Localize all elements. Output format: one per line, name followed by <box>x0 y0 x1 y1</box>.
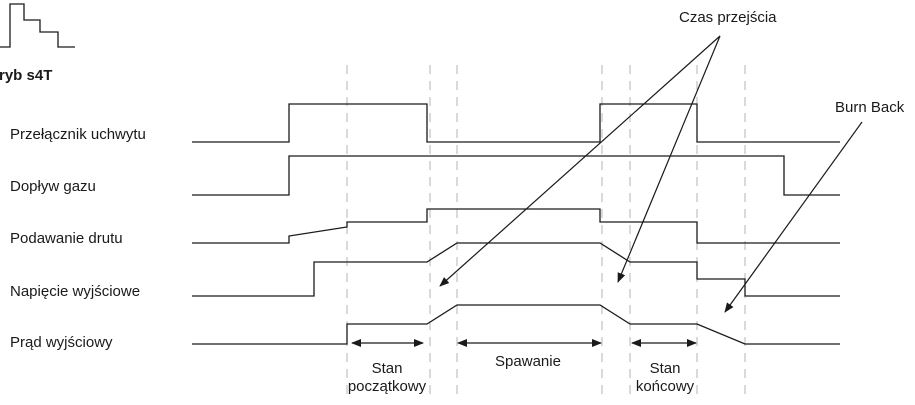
s4t-staircase-icon <box>0 3 75 48</box>
phase-end-line1: Stan <box>650 360 681 377</box>
phase-start-line1: Stan <box>372 360 403 377</box>
signal-label-output-voltage: Napięcie wyjściowe <box>10 283 140 300</box>
waveform-gas-flow <box>192 155 840 196</box>
time-guides <box>346 65 746 395</box>
waveform-output-voltage <box>192 242 840 297</box>
signal-label-wire-feed: Podawanie drutu <box>10 230 123 247</box>
transition-arrow-end <box>617 35 721 283</box>
waveform-torch-switch <box>192 103 840 143</box>
transition-arrow-start <box>439 35 721 287</box>
phase-start-line2: początkowy <box>348 378 427 395</box>
waveform-wire-feed <box>192 208 840 244</box>
transition-time-label: Czas przejścia <box>679 9 777 26</box>
signal-label-torch-switch: Przełącznik uchwytu <box>10 126 146 143</box>
phase-welding-label: Spawanie <box>495 353 561 370</box>
mode-title: tryb s4T <box>0 67 52 84</box>
waveform-output-current <box>192 304 840 345</box>
burn-back-arrow <box>724 121 863 313</box>
burn-back-label: Burn Back <box>835 99 905 116</box>
phase-end-line2: końcowy <box>636 378 695 395</box>
signal-label-gas-flow: Dopływ gazu <box>10 178 96 195</box>
signal-label-output-current: Prąd wyjściowy <box>10 334 113 351</box>
